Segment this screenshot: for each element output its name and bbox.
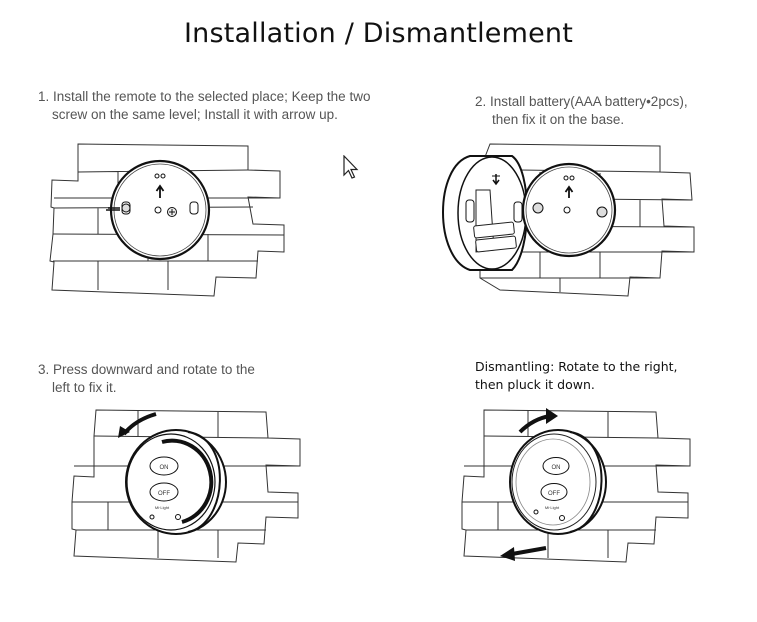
dim-icon-2 xyxy=(533,509,539,515)
on-label: ON xyxy=(160,465,169,471)
remote-front: ON OFF Mi·Light xyxy=(125,429,227,535)
base-plate-open xyxy=(521,162,617,258)
off-label: OFF xyxy=(158,491,170,497)
figure-3-press-rotate-left: ON OFF Mi·Light xyxy=(71,409,301,563)
dismantling-text: Dismantling: Rotate to the right, then p… xyxy=(475,358,678,394)
brightness-icon xyxy=(175,514,181,520)
remote-open-front xyxy=(442,155,528,271)
figure-1-wall-mount xyxy=(49,143,285,297)
dismantling-line-1: Dismantling: Rotate to the right, xyxy=(475,359,678,374)
page-title: Installation / Dismantlement xyxy=(183,18,574,49)
dim-icon xyxy=(149,514,155,520)
brand-label-2: Mi·Light xyxy=(545,505,560,510)
figure-2-battery-install xyxy=(442,143,695,297)
step-3-text: 3. Press downward and rotate to the left… xyxy=(38,361,255,397)
step-1-line-1: 1. Install the remote to the selected pl… xyxy=(38,89,371,104)
pull-down-arrow-icon xyxy=(511,546,547,556)
pull-down-arrowhead-icon xyxy=(500,547,515,561)
brand-label: Mi·Light xyxy=(155,505,170,510)
rotate-left-arrowhead-icon xyxy=(118,426,130,438)
step-3-line-2: left to fix it. xyxy=(52,380,117,395)
dismantling-line-2: then pluck it down. xyxy=(475,377,595,392)
off-label-2: OFF xyxy=(548,491,560,497)
rotate-right-arrowhead-icon xyxy=(546,408,558,424)
mouse-cursor-icon xyxy=(343,155,359,179)
base-plate xyxy=(106,159,211,261)
step-2-text: 2. Install battery(AAA battery•2pcs), th… xyxy=(475,93,688,129)
step-2-line-1: 2. Install battery(AAA battery•2pcs), xyxy=(475,94,688,109)
step-1-line-2: screw on the same level; Install it with… xyxy=(52,107,338,122)
step-2-line-2: then fix it on the base. xyxy=(492,112,625,127)
remote-front-dismantle: ON OFF Mi·Light xyxy=(509,429,607,535)
step-1-text: 1. Install the remote to the selected pl… xyxy=(38,88,370,124)
on-label-2: ON xyxy=(552,465,561,471)
figure-4-dismantle: ON OFF Mi·Light xyxy=(461,408,691,563)
step-3-line-1: 3. Press downward and rotate to the xyxy=(38,362,255,377)
brightness-icon-2 xyxy=(559,515,565,521)
